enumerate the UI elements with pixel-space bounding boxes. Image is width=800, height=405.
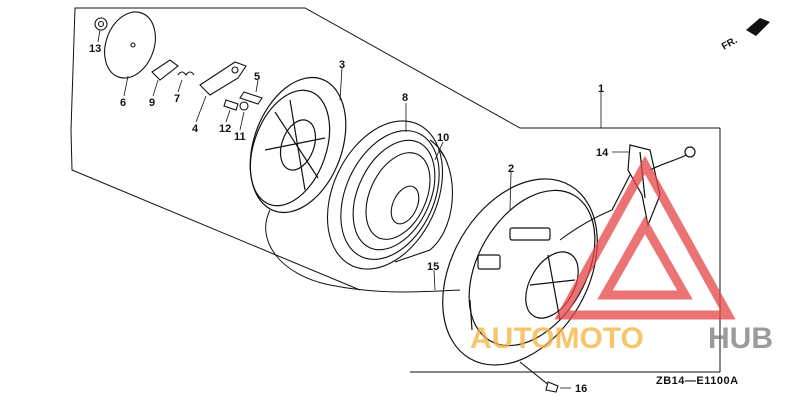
arrow-icon	[746, 18, 770, 36]
starter-cover	[442, 178, 598, 366]
front-direction-arrow: FR.	[720, 18, 770, 53]
watermark-text-hub: HUB	[708, 322, 773, 355]
callout-9: 9	[149, 97, 155, 109]
callout-1: 1	[598, 83, 604, 95]
callout-4: 4	[192, 123, 199, 135]
callouts: 1 2 3 4 5 6 7 8 9 10 11 12 13 14 15 16	[89, 43, 609, 395]
starter-rope	[265, 209, 613, 293]
spiral-spring	[326, 120, 444, 270]
leader-lines	[97, 29, 630, 389]
drawing-code: ZB14—E1100A	[656, 375, 739, 387]
watermark: AUTOMOTO HUB	[470, 155, 773, 355]
small-parts	[94, 11, 559, 393]
recoil-reel	[249, 76, 347, 214]
callout-2: 2	[508, 163, 514, 175]
assembly-outline	[70, 7, 721, 373]
callout-11: 11	[234, 131, 246, 143]
rope-handle	[611, 144, 696, 228]
watermark-text-automoto: AUTOMOTO	[470, 322, 644, 355]
callout-16: 16	[575, 383, 587, 395]
callout-5: 5	[254, 71, 260, 83]
callout-6: 6	[120, 97, 126, 109]
callout-7: 7	[174, 93, 180, 105]
direction-label: FR.	[720, 35, 740, 53]
callout-3: 3	[339, 59, 345, 71]
callout-12: 12	[219, 123, 231, 135]
callout-13: 13	[89, 43, 101, 55]
callout-8: 8	[402, 92, 408, 104]
callout-14: 14	[596, 147, 609, 159]
callout-10: 10	[437, 132, 449, 144]
callout-15: 15	[427, 261, 439, 273]
watermark-logo	[554, 155, 736, 320]
